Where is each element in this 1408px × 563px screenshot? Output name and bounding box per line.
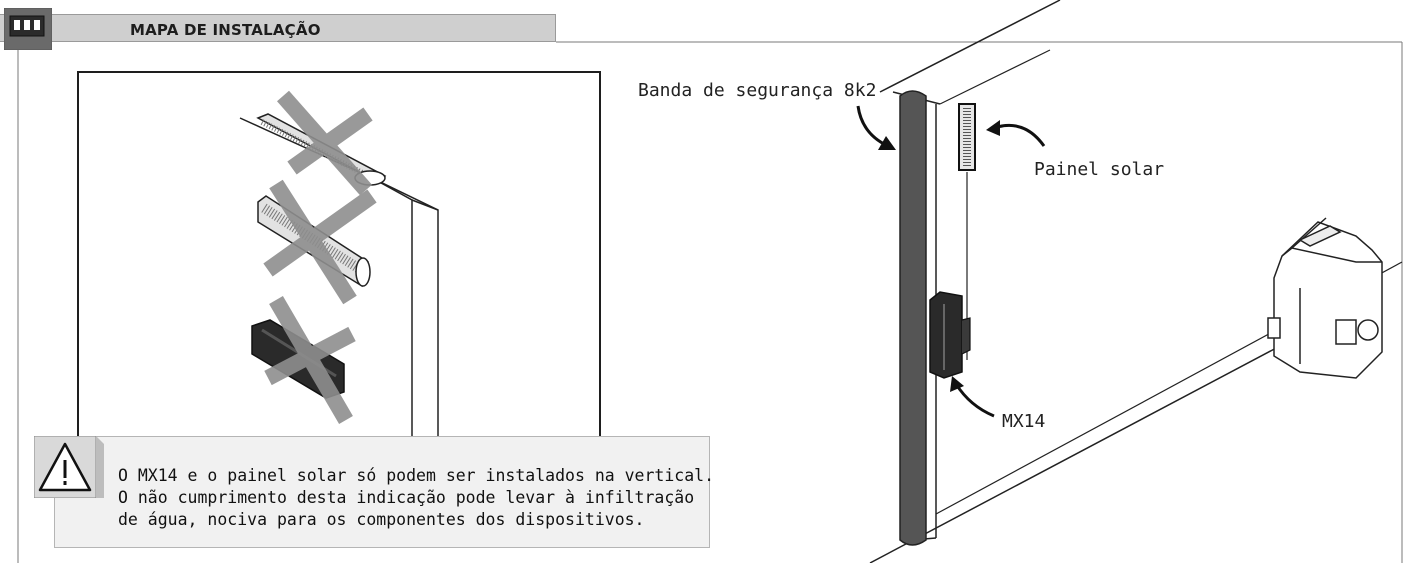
safety-edge-label: Banda de segurança 8k2 xyxy=(638,80,877,101)
warning-triangle-icon xyxy=(34,436,104,498)
dip-switch-icon xyxy=(4,8,52,50)
section-header-bar xyxy=(0,14,556,42)
warning-box xyxy=(54,436,710,548)
receiver-label: MX14 xyxy=(1002,411,1046,432)
receiver-vertical xyxy=(929,291,971,379)
arrowheads xyxy=(878,120,1000,392)
section-title: MAPA DE INSTALAÇÃO xyxy=(130,21,321,39)
safety-edge xyxy=(899,90,927,546)
gate-motor xyxy=(1267,217,1383,379)
warning-text: O MX14 e o painel solar só podem ser ins… xyxy=(118,465,718,531)
warning-line: O não cumprimento desta indicação pode l… xyxy=(118,488,695,507)
warning-line: de água, nociva para os componentes dos … xyxy=(118,510,645,529)
gate-illustration xyxy=(856,0,1403,563)
warning-line: O MX14 e o painel solar só podem ser ins… xyxy=(118,466,715,485)
incorrect-cross-marks xyxy=(263,90,377,425)
incorrect-mounting-panel xyxy=(77,71,601,453)
solar-panel-label: Painel solar xyxy=(1034,159,1165,180)
